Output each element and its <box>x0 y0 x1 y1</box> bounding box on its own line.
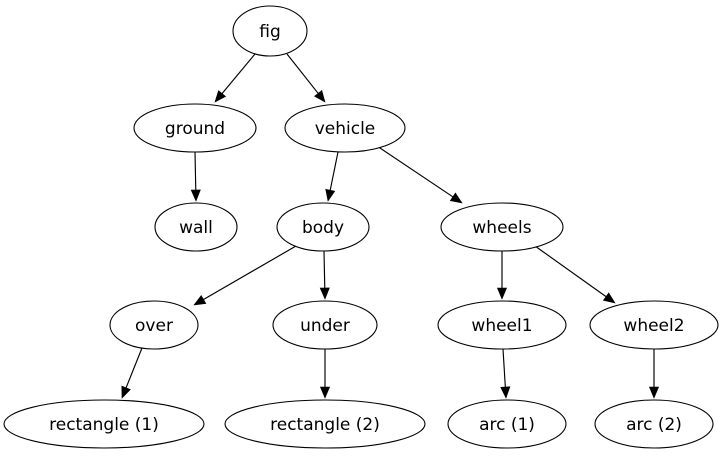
node-ellipse-shape <box>3 399 205 449</box>
node-ellipse-shape <box>589 300 719 350</box>
graph-node-vehicle[interactable]: vehicle <box>284 103 406 153</box>
edge-ground-to-wall <box>190 151 201 202</box>
edge-line <box>194 151 197 192</box>
edge-vehicle-to-wheels <box>376 145 463 204</box>
edge-line <box>376 145 455 199</box>
arrowhead-icon <box>193 294 207 306</box>
arrowhead-icon <box>602 292 616 304</box>
graph-node-fig[interactable]: fig <box>232 5 308 57</box>
arrowhead-icon <box>325 188 336 202</box>
edge-line <box>124 347 143 390</box>
arrowhead-icon <box>319 287 330 300</box>
edge-vehicle-to-body <box>325 151 339 202</box>
arrowhead-icon <box>496 287 508 300</box>
edge-line <box>329 151 339 192</box>
edge-line <box>323 250 326 290</box>
edge-wheels-to-wheel1 <box>496 251 508 300</box>
node-ellipse-shape <box>440 202 564 252</box>
graph-node-arc1[interactable]: arc (1) <box>447 399 567 449</box>
arrowhead-icon <box>190 189 201 202</box>
arrowhead-icon <box>449 192 463 204</box>
edge-wheel2-to-arc2 <box>648 349 660 399</box>
node-ellipse-shape <box>284 103 406 153</box>
graph-node-rectangle1[interactable]: rectangle (1) <box>3 399 205 449</box>
graph-node-wheels[interactable]: wheels <box>440 202 564 252</box>
node-ellipse-shape <box>447 399 567 449</box>
arrowhead-icon <box>319 386 331 399</box>
node-ellipse-shape <box>154 202 238 252</box>
graph-node-wall[interactable]: wall <box>154 202 238 252</box>
node-ellipse-shape <box>437 300 567 350</box>
edge-under-to-rectangle2 <box>319 349 331 399</box>
edges-layer <box>121 53 660 399</box>
graph-node-ground[interactable]: ground <box>133 103 257 153</box>
edge-line <box>220 53 256 96</box>
edge-over-to-rectangle1 <box>121 347 143 399</box>
graph-node-rectangle2[interactable]: rectangle (2) <box>224 399 426 449</box>
graph-node-under[interactable]: under <box>272 300 378 350</box>
edge-line <box>534 245 608 298</box>
edge-wheel1-to-arc1 <box>500 348 511 399</box>
graph-node-body[interactable]: body <box>276 202 370 252</box>
edge-fig-to-vehicle <box>286 53 326 103</box>
arrowhead-icon <box>648 386 660 399</box>
edge-line <box>201 245 297 301</box>
edge-wheels-to-wheel2 <box>534 245 616 304</box>
edge-line <box>286 53 320 95</box>
arrowhead-icon <box>314 90 326 103</box>
edge-body-to-over <box>193 245 297 306</box>
edge-fig-to-ground <box>214 53 256 103</box>
nodes-layer: fig ground vehicle wall body wheels over under w… <box>3 5 719 449</box>
arrowhead-icon <box>214 90 227 103</box>
graph-node-wheel2[interactable]: wheel2 <box>589 300 719 350</box>
arrowhead-icon <box>500 386 511 399</box>
edge-line <box>502 348 506 389</box>
graph-node-wheel1[interactable]: wheel1 <box>437 300 567 350</box>
node-ellipse-shape <box>109 300 199 350</box>
graph-node-arc2[interactable]: arc (2) <box>594 399 714 449</box>
graph-node-over[interactable]: over <box>109 300 199 350</box>
edge-body-to-under <box>319 250 330 300</box>
node-ellipse-shape <box>276 202 370 252</box>
node-ellipse-shape <box>232 5 308 57</box>
node-ellipse-shape <box>133 103 257 153</box>
node-ellipse-shape <box>224 399 426 449</box>
node-ellipse-shape <box>272 300 378 350</box>
arrowhead-icon <box>121 385 131 399</box>
node-ellipse-shape <box>594 399 714 449</box>
